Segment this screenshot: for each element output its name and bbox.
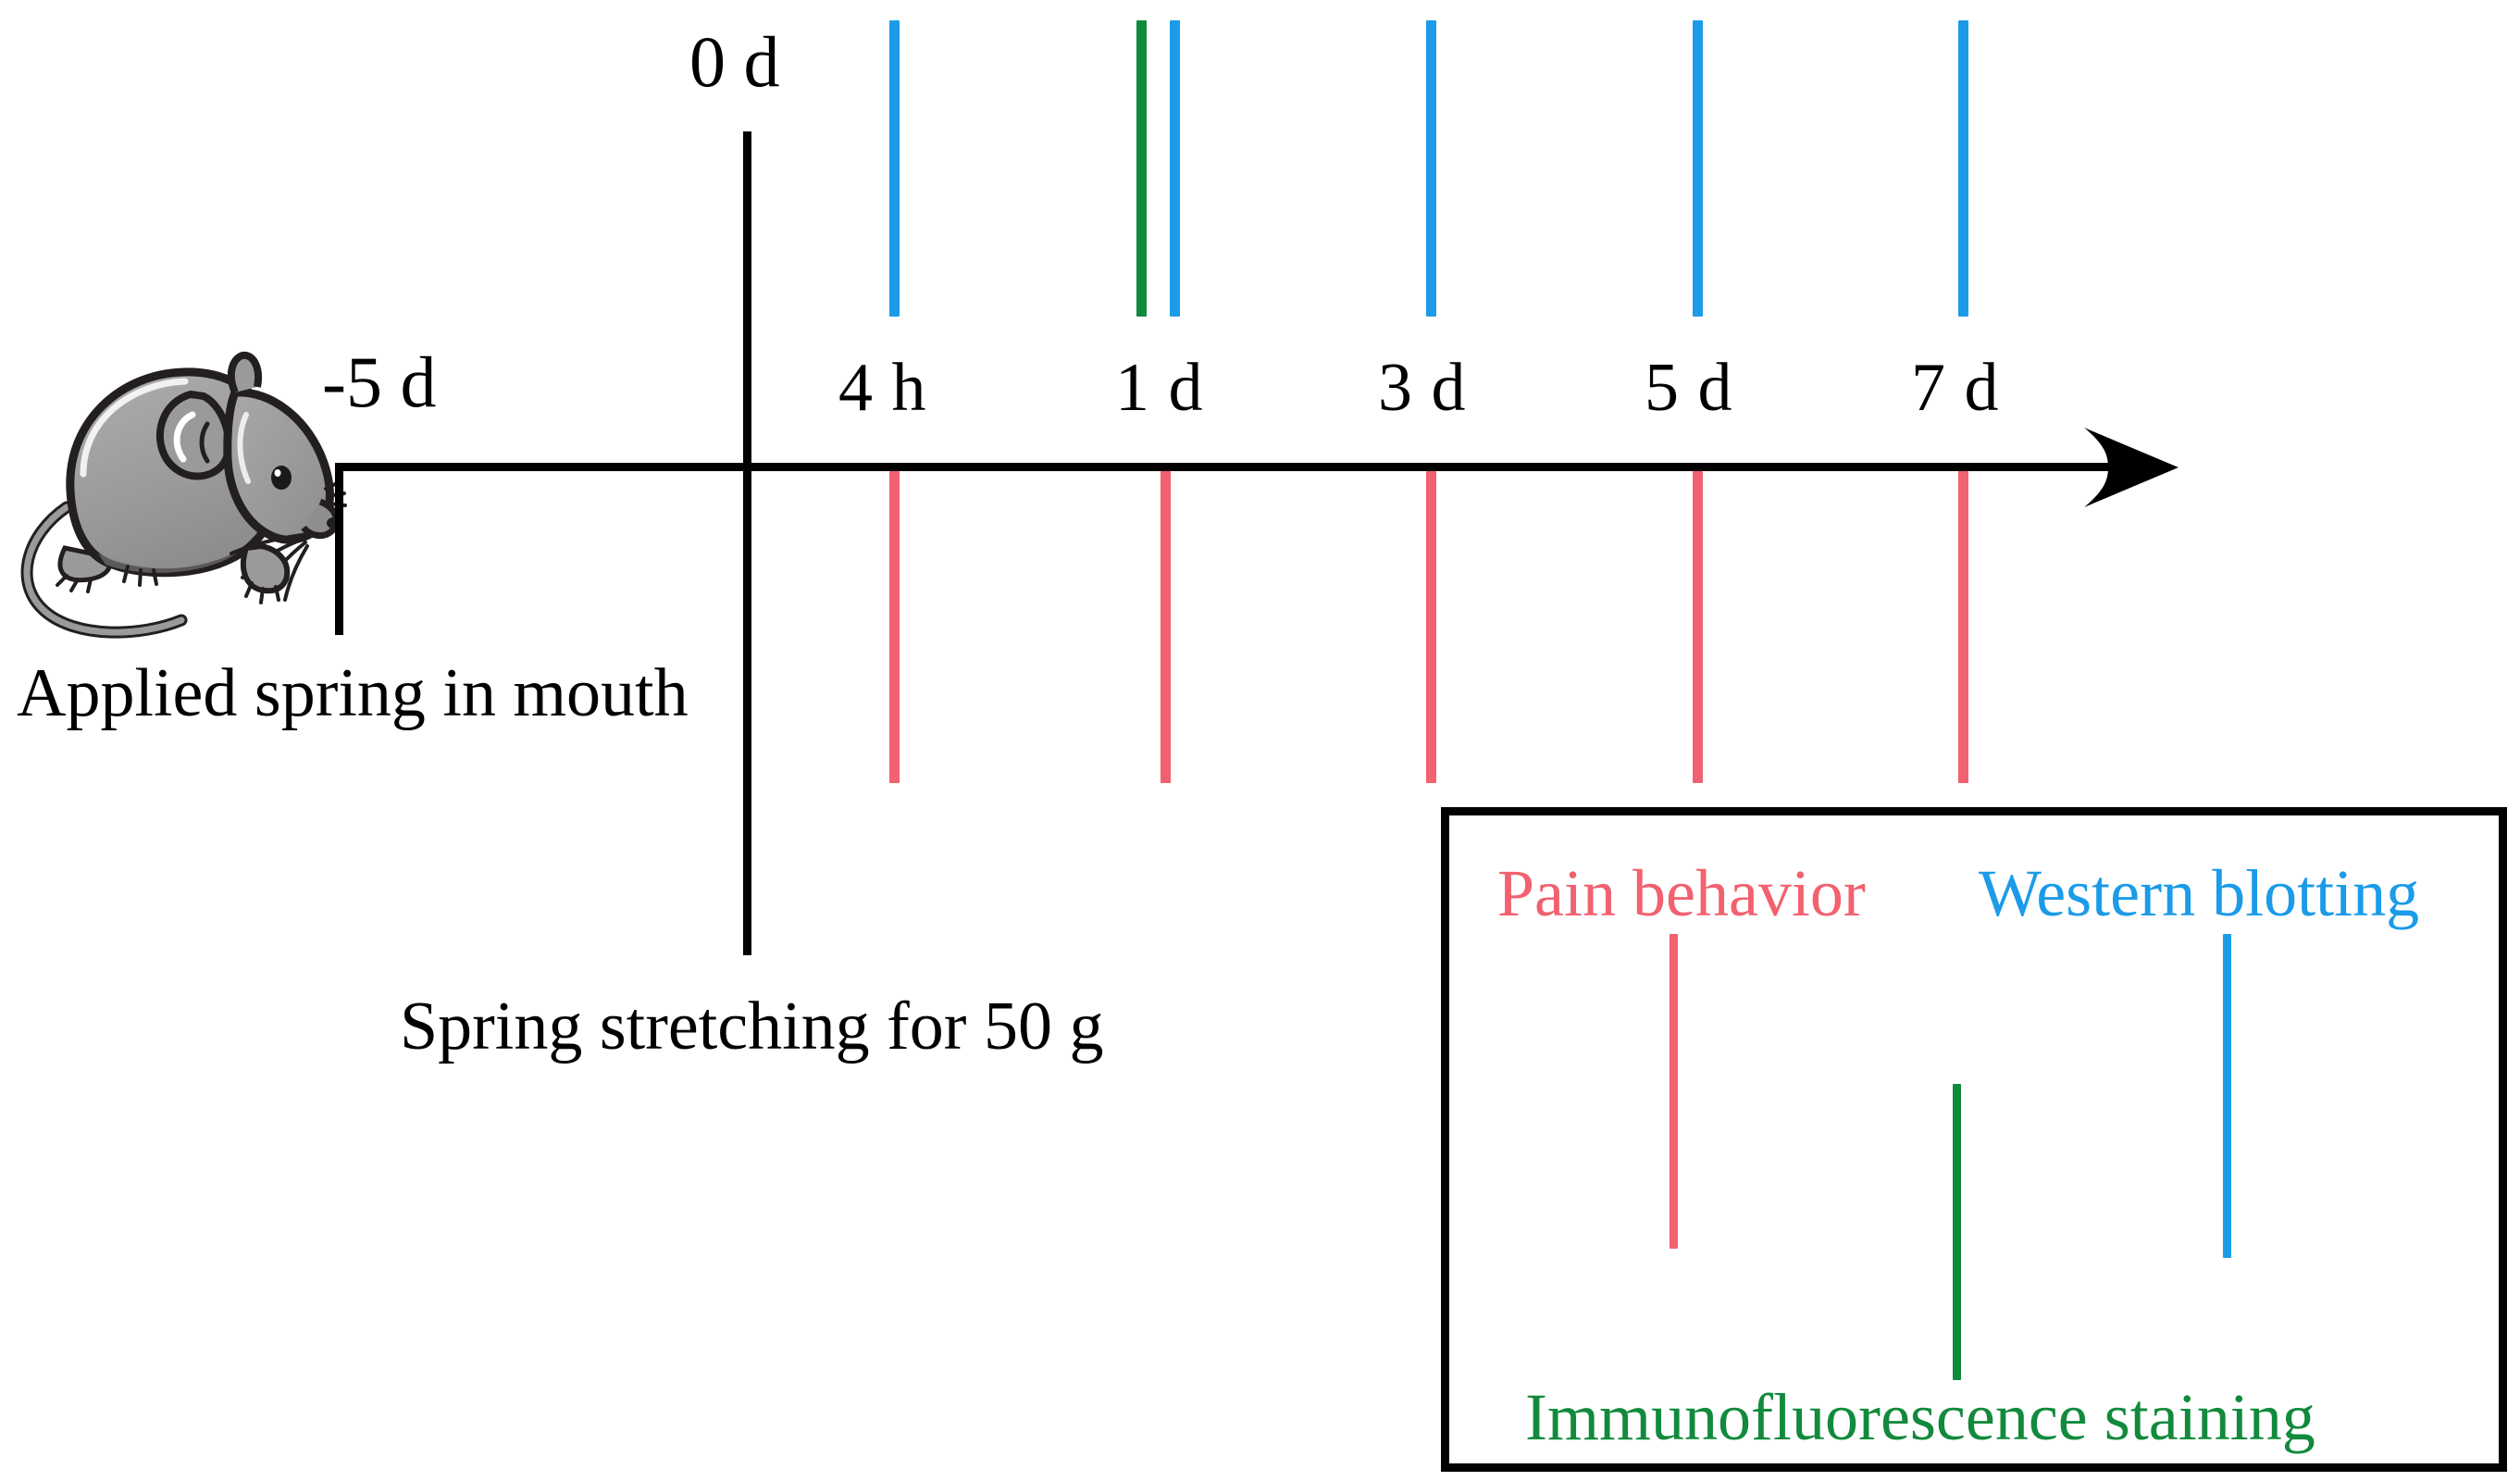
time-label-5d: 5 d: [1645, 350, 1733, 426]
time-label-4h: 4 h: [838, 350, 927, 426]
pre-treatment-vertical-connector: [335, 463, 343, 635]
time-label-1d: 1 d: [1115, 350, 1204, 426]
zero-day-vertical-axis: [743, 131, 751, 955]
legend-label-immunofluorescence: Immunofluorescence staining: [1525, 1380, 2315, 1454]
marker-western-blotting-5d: [1693, 20, 1703, 317]
marker-pain-behavior-4h: [889, 471, 900, 783]
time-label-3d: 3 d: [1378, 350, 1467, 426]
marker-western-blotting-7d: [1958, 20, 1968, 317]
marker-immunofluorescence-1d: [1136, 20, 1147, 317]
legend-label-western-blotting: Western blotting: [1979, 856, 2420, 930]
timeline-axis: [335, 463, 2154, 471]
legend-rule-western-blotting: [2223, 934, 2231, 1258]
time-label-7d: 7 d: [1911, 350, 2000, 426]
mouse-illustration-icon: [9, 305, 370, 648]
marker-western-blotting-3d: [1426, 20, 1436, 317]
marker-pain-behavior-7d: [1958, 471, 1968, 783]
marker-western-blotting-1d: [1170, 20, 1180, 317]
legend-label-pain-behavior: Pain behavior: [1497, 856, 1866, 930]
arrow-right-icon: [2080, 418, 2182, 516]
label-minus-5-days: -5 d: [322, 342, 437, 422]
marker-pain-behavior-5d: [1693, 471, 1703, 783]
legend-box: Pain behavior Western blotting Immunoflu…: [1441, 807, 2507, 1472]
legend-rule-immunofluorescence: [1953, 1084, 1961, 1380]
label-zero-days: 0 d: [689, 21, 780, 102]
legend-rule-pain-behavior: [1670, 934, 1678, 1249]
marker-western-blotting-4h: [889, 20, 900, 317]
caption-spring-stretching: Spring stretching for 50 g: [400, 989, 1104, 1064]
marker-pain-behavior-1d: [1161, 471, 1171, 783]
caption-applied-spring: Applied spring in mouth: [17, 655, 689, 731]
marker-pain-behavior-3d: [1426, 471, 1436, 783]
